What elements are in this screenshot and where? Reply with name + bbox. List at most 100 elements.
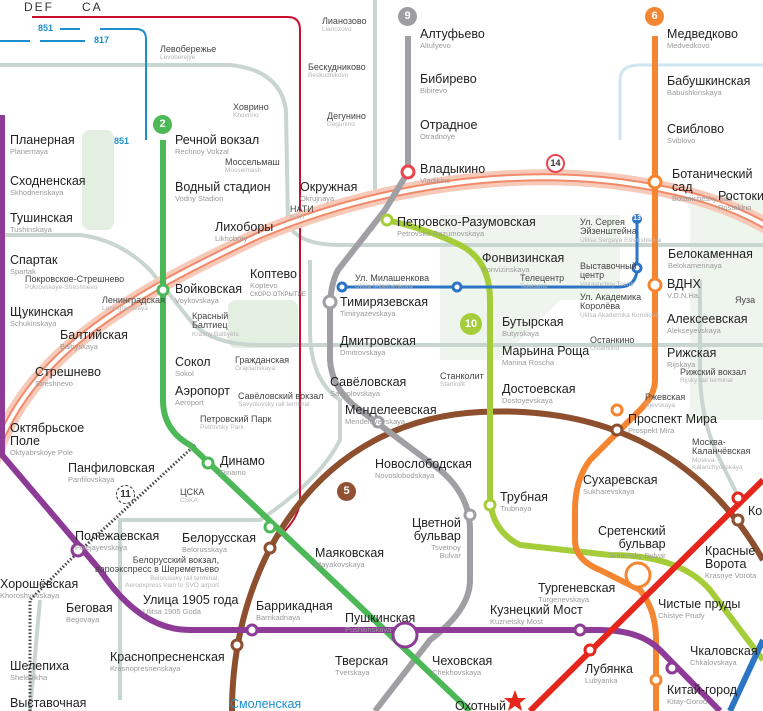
station-okhotny[interactable]: ОхотныйOkhotny Riad: [455, 699, 506, 711]
bus-route-851[interactable]: 851: [38, 23, 54, 33]
line-10-badge[interactable]: 10: [460, 313, 482, 335]
line-5-badge[interactable]: 5: [337, 482, 356, 501]
station-kursk[interactable]: Ко: [748, 504, 762, 519]
station-smolenskaya[interactable]: СмоленскаяSmolenskaya: [230, 697, 301, 711]
bus-route-851-stop[interactable]: 851: [114, 136, 130, 146]
line-9-badge[interactable]: 9: [398, 7, 417, 26]
station-vystavochnaya[interactable]: ВыставочнаяVistavochnaya: [10, 696, 86, 711]
line-13-badge[interactable]: 13: [632, 214, 642, 224]
bus-route-817[interactable]: 817: [94, 35, 110, 45]
station-yauza[interactable]: Яуза: [735, 295, 755, 306]
station-rostokino[interactable]: РостокиноRostokino: [718, 189, 763, 212]
station-belorussky-rail[interactable]: Белорусский вокзал, аэроэкспресс в Шерем…: [95, 555, 219, 590]
line-11-badge[interactable]: 11: [116, 485, 135, 504]
line-14-badge[interactable]: 14: [546, 154, 565, 173]
